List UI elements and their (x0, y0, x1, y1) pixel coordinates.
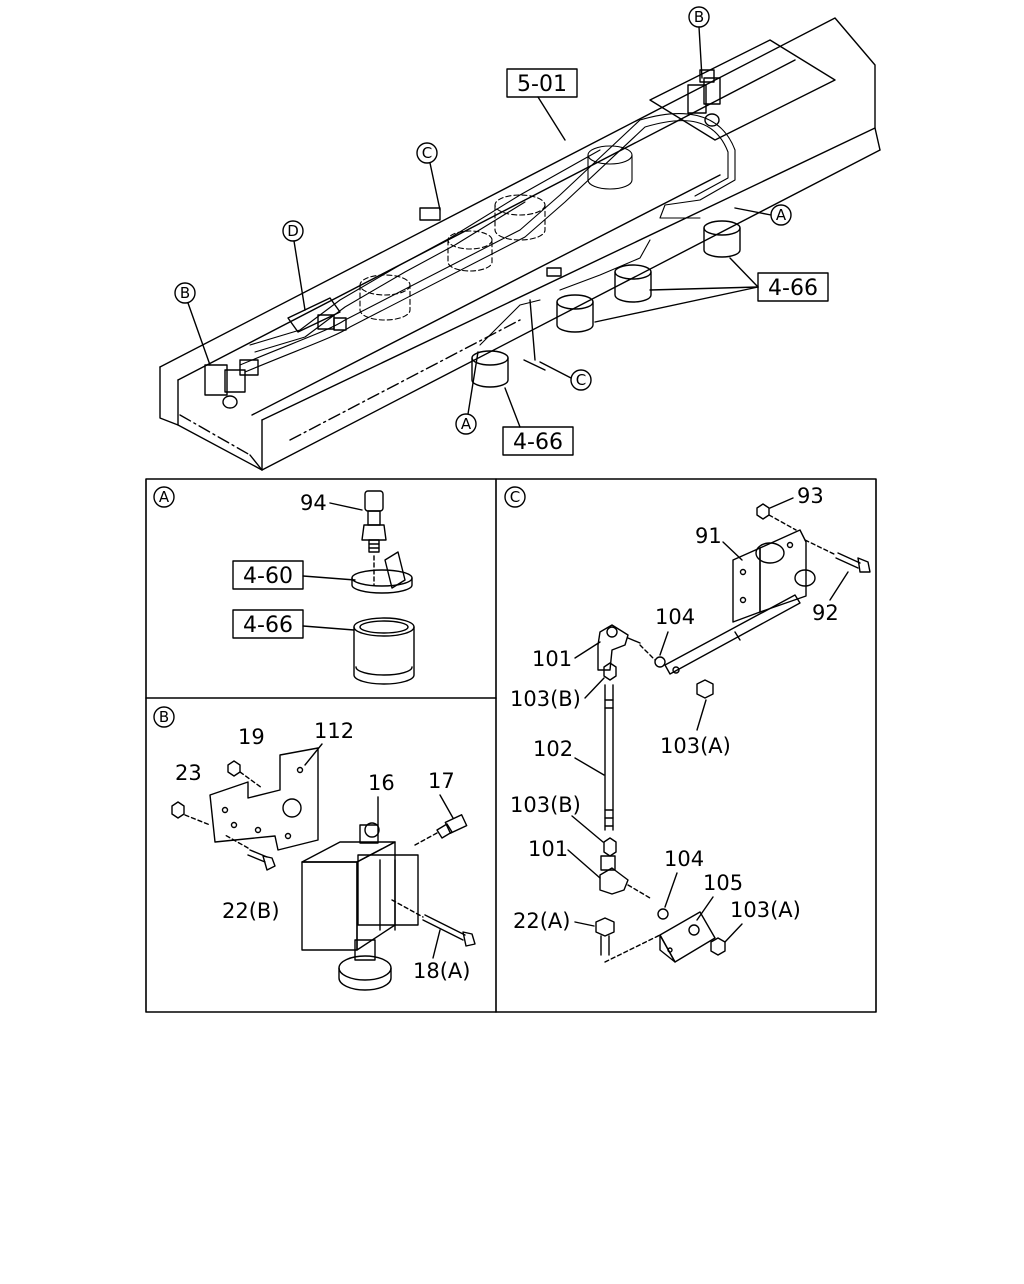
detail-a-letter: A (159, 488, 170, 506)
frame-rail (159, 17, 881, 471)
part-22a: 22(A) (513, 909, 570, 933)
air-spring-bellows-a (353, 617, 415, 685)
detail-a: A 94 4-60 4-66 (153, 486, 415, 685)
nut-93 (756, 503, 770, 520)
ref-5-01: 5-01 (517, 72, 567, 97)
part-101-top: 101 (532, 647, 572, 671)
detail-c-letter: C (510, 488, 520, 506)
part-104-bottom: 104 (664, 847, 704, 871)
callout-a-bottom: A (461, 415, 472, 433)
nut-103a-lower (710, 937, 726, 956)
ball-joint-101-upper (597, 624, 641, 671)
leveling-valve-left (204, 359, 259, 409)
air-piping (239, 113, 736, 373)
detail-b: B 112 19 23 22(B) (153, 706, 476, 991)
part-16: 16 (368, 771, 395, 795)
detail-c: C 91 93 92 (504, 484, 871, 963)
ref-4-66-bottom: 4-66 (513, 430, 563, 455)
part-92: 92 (812, 601, 839, 625)
overview-illustration (159, 17, 881, 471)
air-spring-bellows (471, 220, 741, 388)
detail-b-letter: B (159, 708, 169, 726)
part-103a-top: 103(A) (660, 734, 731, 758)
part-22b: 22(B) (222, 899, 280, 923)
sensor-arm (664, 594, 801, 675)
part-17: 17 (428, 769, 455, 793)
bolt-22a (595, 917, 661, 963)
bolt-18a (391, 899, 476, 947)
part-23: 23 (175, 761, 202, 785)
callout-c-top: C (422, 144, 432, 162)
bracket-105 (659, 911, 716, 963)
threaded-rod-102 (604, 684, 614, 831)
part-105: 105 (703, 871, 743, 895)
nut-23 (171, 801, 185, 819)
leveling-valve-16 (301, 822, 419, 991)
sensor-bracket-c (419, 207, 562, 371)
air-spring-top-plate (351, 551, 413, 594)
part-102: 102 (533, 737, 573, 761)
valve-bracket-112 (209, 747, 319, 851)
washer-104-lower (657, 908, 669, 920)
nut-19 (227, 760, 241, 777)
height-sensor-91 (732, 529, 816, 623)
callout-c-bottom: C (576, 371, 586, 389)
ref-4-60: 4-60 (243, 564, 293, 589)
part-103b-bottom: 103(B) (510, 793, 581, 817)
nut-103b-lower (603, 837, 617, 857)
part-101-bottom: 101 (528, 837, 568, 861)
ref-4-66-right: 4-66 (768, 276, 818, 301)
washer-104-upper (654, 656, 666, 668)
leveling-valve-right (687, 69, 721, 127)
callout-a-right: A (776, 206, 787, 224)
part-103a-bottom: 103(A) (730, 898, 801, 922)
part-104-top: 104 (655, 605, 695, 629)
detail-frames (145, 478, 877, 1013)
callout-b-top: B (694, 8, 704, 26)
pressure-switch-94 (361, 490, 387, 553)
part-94: 94 (300, 491, 327, 515)
callout-d: D (287, 222, 299, 240)
ref-4-66-detail: 4-66 (243, 613, 293, 638)
height-control-valve-d (287, 297, 347, 333)
callout-b-left: B (180, 284, 190, 302)
bolt-92 (804, 539, 871, 573)
part-93: 93 (797, 484, 824, 508)
part-18a: 18(A) (413, 959, 470, 983)
part-19: 19 (238, 725, 265, 749)
nut-103a-upper (696, 679, 714, 699)
center-air-tanks (359, 145, 633, 321)
bolt-22b (247, 849, 276, 871)
ball-joint-101-lower (599, 855, 651, 899)
part-91: 91 (695, 524, 722, 548)
part-103b-top: 103(B) (510, 687, 581, 711)
nut-103b-upper (603, 662, 617, 681)
fitting-17 (414, 814, 468, 846)
part-112: 112 (314, 719, 354, 743)
